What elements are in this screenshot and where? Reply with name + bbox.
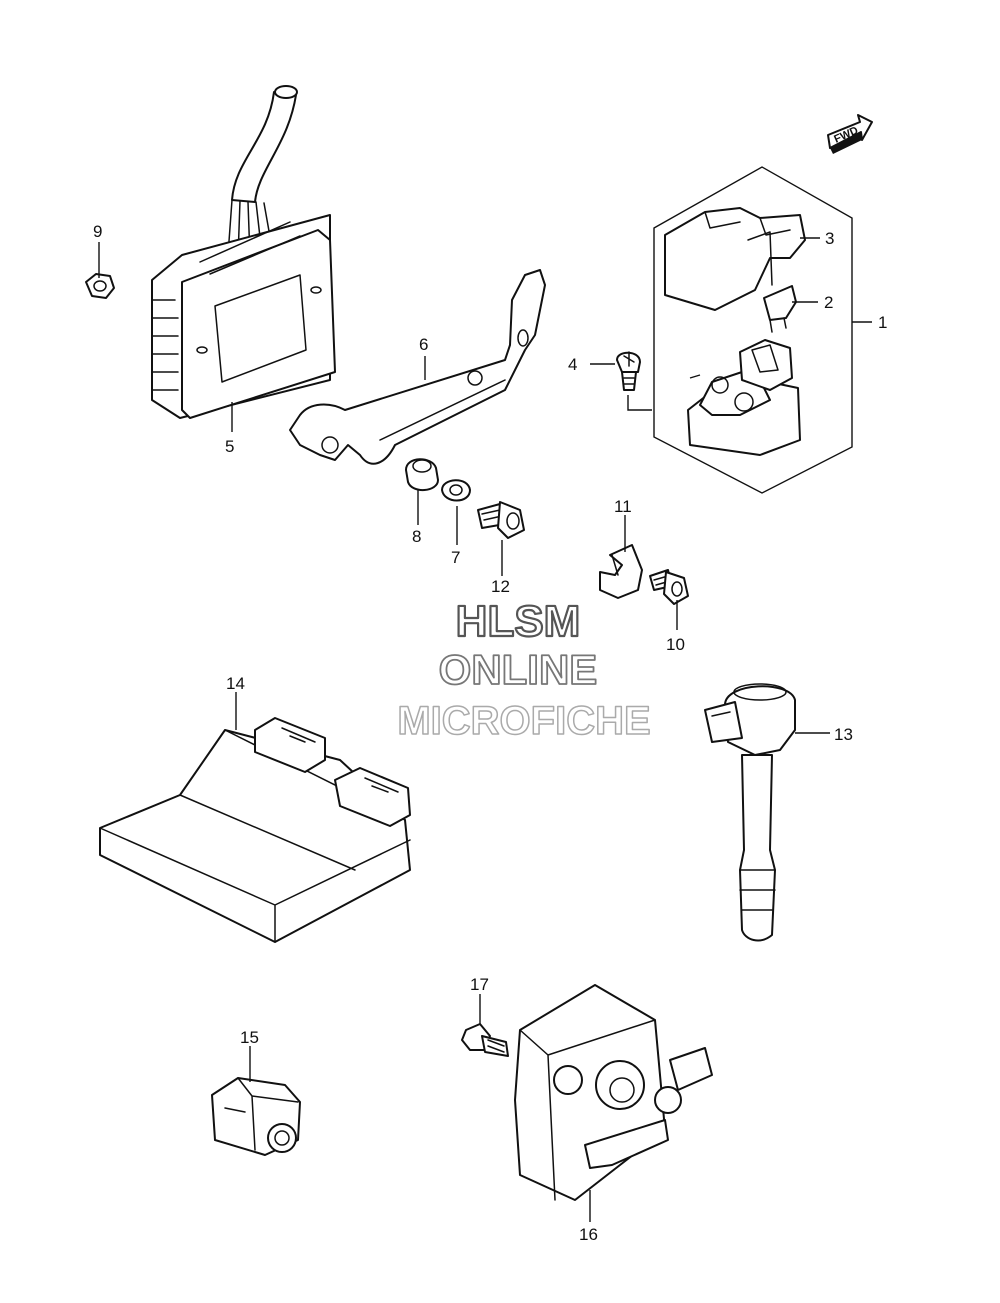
- callout-15: 15: [240, 1028, 259, 1047]
- callout-10: 10: [666, 635, 685, 654]
- callout-3: 3: [825, 229, 834, 248]
- ignition-coil: [704, 683, 796, 942]
- callout-14: 14: [226, 674, 245, 693]
- callout-4: 4: [568, 355, 577, 374]
- callout-labels: 1 2 3 4 5 6 7 8 9 10 11 12 13 14 15 16 1…: [93, 222, 887, 1244]
- callout-8: 8: [412, 527, 421, 546]
- callout-9: 9: [93, 222, 102, 241]
- watermark-line-3: MICROFICHE: [397, 699, 650, 743]
- collar: [441, 479, 471, 502]
- callout-17: 17: [470, 975, 489, 994]
- grommet: [405, 458, 439, 491]
- callout-5: 5: [225, 437, 234, 456]
- callout-1: 1: [878, 313, 887, 332]
- callout-2: 2: [824, 293, 833, 312]
- bolt-small: [649, 569, 689, 605]
- callout-13: 13: [834, 725, 853, 744]
- leader-lines: [98, 237, 872, 1222]
- bracket: [289, 269, 546, 465]
- bolt: [477, 501, 525, 539]
- fwd-arrow-icon: FWD: [827, 114, 873, 154]
- watermark-line-2: ONLINE: [439, 646, 598, 693]
- starter-relay-assembly: [616, 166, 853, 494]
- sensor: [211, 1077, 301, 1156]
- nut: [85, 273, 115, 299]
- bolt-mount: [461, 1023, 509, 1057]
- callout-7: 7: [451, 548, 460, 567]
- clamp: [599, 544, 643, 599]
- watermark-line-1: HLSM: [456, 597, 581, 646]
- ecm-unit: [99, 717, 411, 943]
- callout-11: 11: [614, 497, 632, 516]
- callout-12: 12: [491, 577, 510, 596]
- regulator-rectifier: [151, 85, 336, 419]
- watermark: HLSM ONLINE MICROFICHE: [397, 596, 652, 744]
- callout-16: 16: [579, 1225, 598, 1244]
- callout-6: 6: [419, 335, 428, 354]
- actuator: [514, 984, 713, 1201]
